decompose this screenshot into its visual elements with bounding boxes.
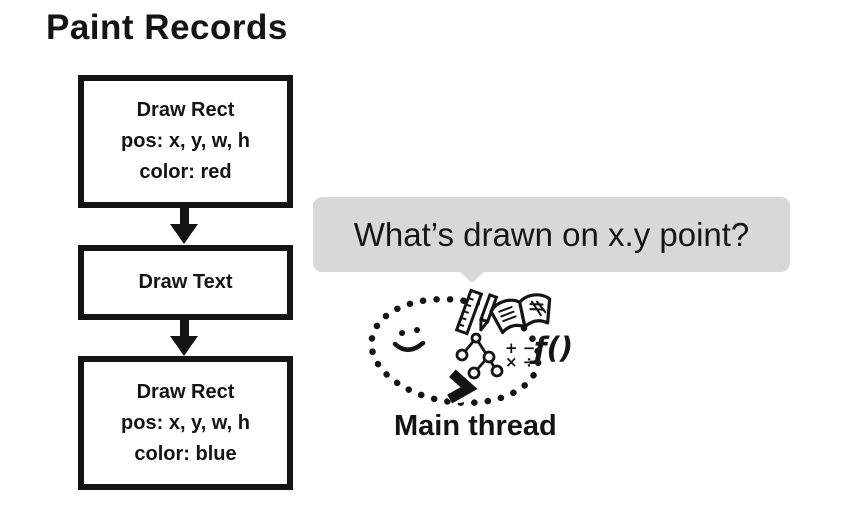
speech-bubble: What’s drawn on x.y point? xyxy=(313,197,790,283)
dotted-loop xyxy=(368,295,542,407)
arrow-down-icon xyxy=(170,224,198,244)
flow-box-line: color: blue xyxy=(134,442,237,465)
loop-arrow-chevron-icon xyxy=(447,369,478,404)
flow-box-line: Draw Text xyxy=(138,271,233,293)
page-title: Paint Records xyxy=(46,8,288,47)
flow-box-line: Draw Rect xyxy=(136,380,235,403)
function-icon: ƒ() xyxy=(529,331,573,365)
flow-arrow-down-1 xyxy=(170,207,198,244)
flow-box-line: pos: x, y, w, h xyxy=(121,411,250,434)
arrow-stem xyxy=(179,319,189,336)
speech-bubble-tail xyxy=(460,272,484,283)
main-thread-label: Main thread xyxy=(394,410,557,442)
ruler-icon xyxy=(454,288,484,336)
open-book-icon xyxy=(489,293,552,335)
arrow-down-icon xyxy=(170,336,198,356)
svg-text:× ÷: × ÷ xyxy=(505,353,535,371)
flow-box-line: Draw Rect xyxy=(136,99,235,121)
flow-box-draw-rect-red: Draw Rect pos: x, y, w, h color: red xyxy=(78,75,293,208)
math-symbols-icon: + − × ÷ xyxy=(505,339,535,371)
flow-box-line: pos: x, y, w, h xyxy=(121,130,250,152)
flow-box-line: color: red xyxy=(139,161,232,183)
flow-arrow-down-2 xyxy=(170,319,198,356)
smiley-face-icon xyxy=(392,327,426,352)
flow-box-draw-text: Draw Text xyxy=(78,245,293,320)
svg-text:+ −: + − xyxy=(505,339,535,357)
speech-bubble-text: What’s drawn on x.y point? xyxy=(353,215,750,253)
main-thread-illustration: + − × ÷ ƒ() xyxy=(368,288,573,407)
flow-box-draw-rect-blue: Draw Rect pos: x, y, w, h color: blue xyxy=(78,356,293,490)
tree-graph-icon xyxy=(455,332,504,380)
arrow-stem xyxy=(179,207,189,224)
